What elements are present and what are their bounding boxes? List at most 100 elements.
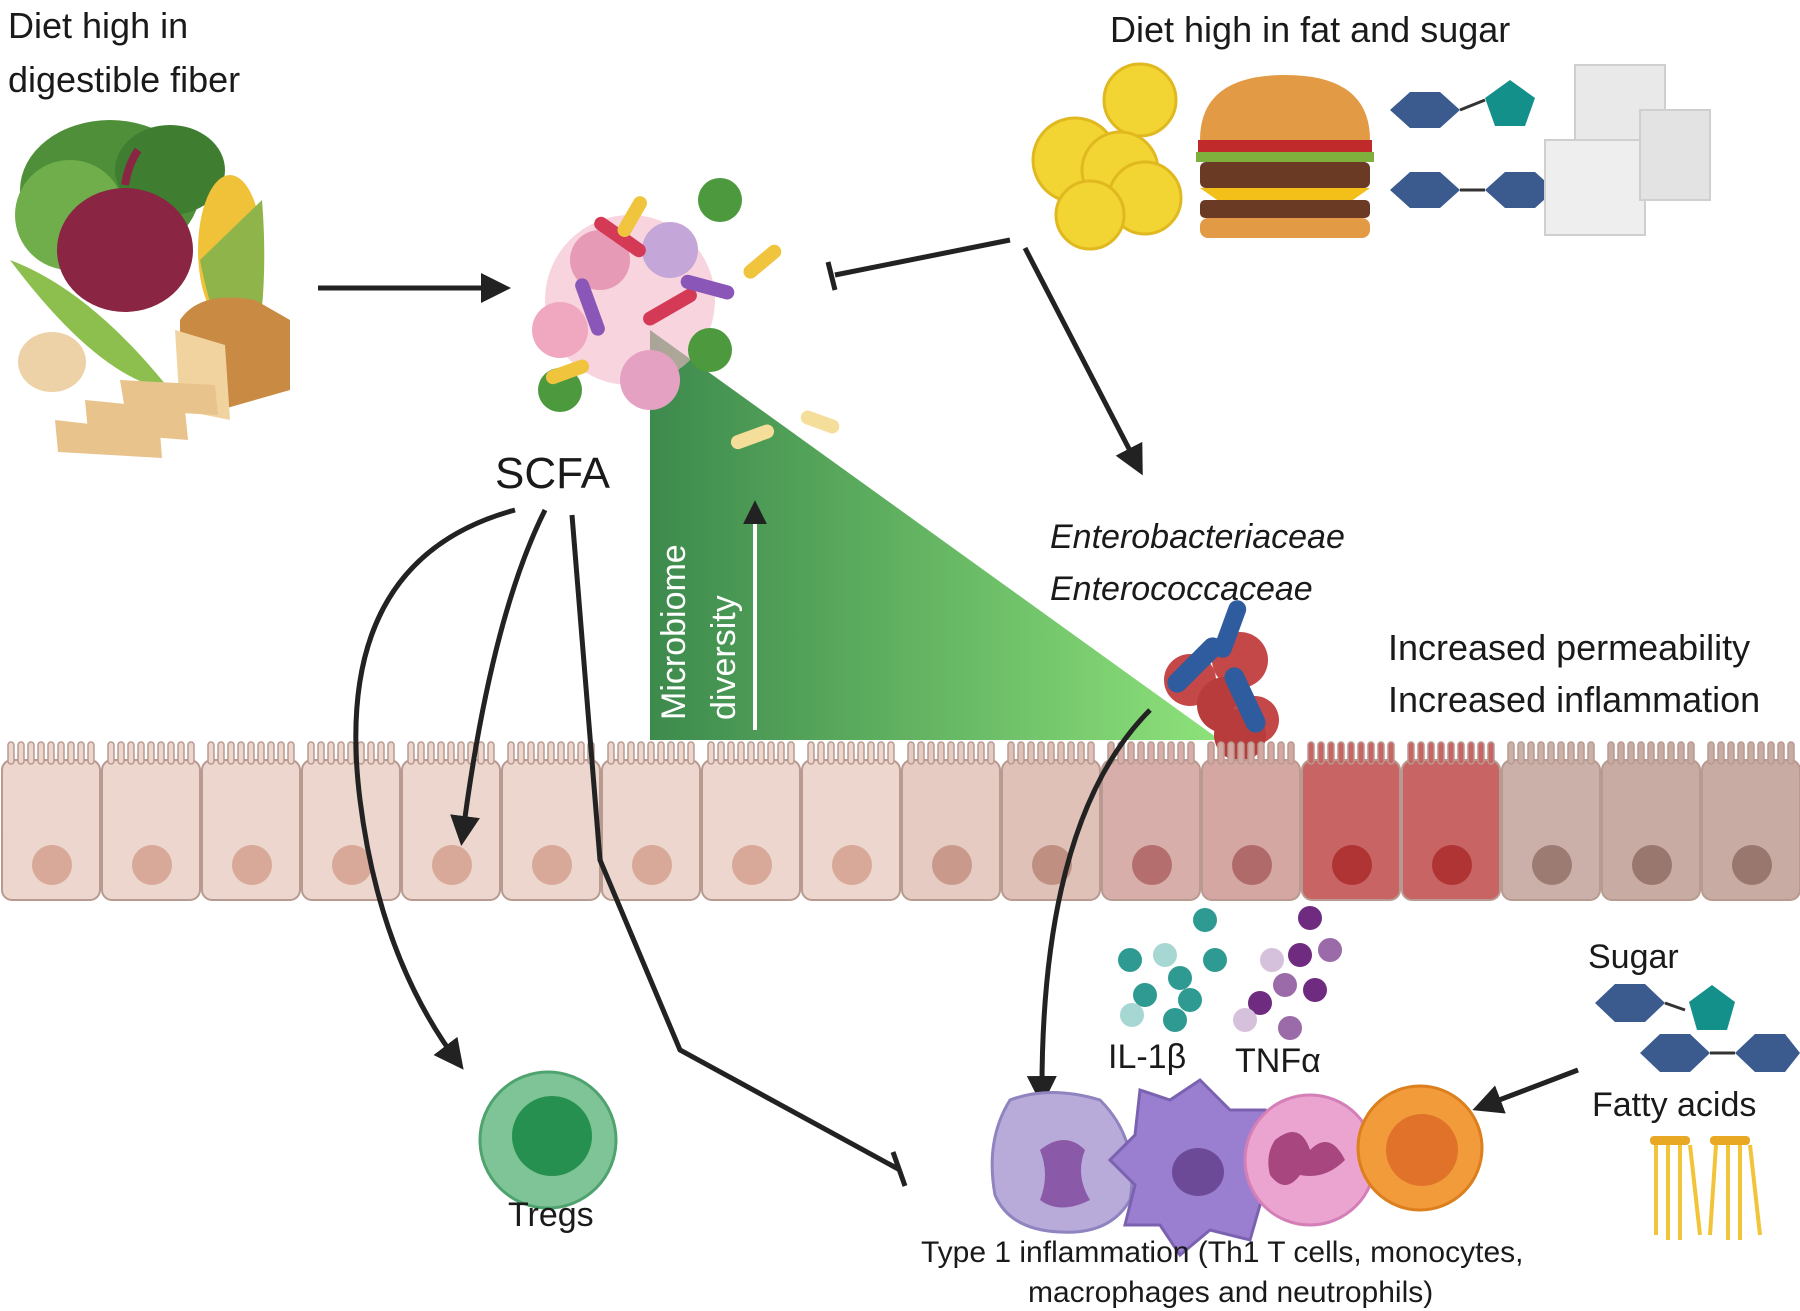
microbiome-diversity-label-line2: diversity: [705, 595, 743, 720]
microvillus: [547, 741, 555, 765]
microvillus: [227, 741, 235, 765]
neutrophil-cell-icon: [1243, 1093, 1377, 1227]
microvillus: [1537, 741, 1545, 765]
microvillus: [217, 741, 225, 765]
microvillus: [177, 741, 185, 765]
microvillus: [327, 741, 335, 765]
microvillus: [137, 741, 145, 765]
microvillus: [557, 741, 565, 765]
entero-to-inflammation-arrow: [1026, 708, 1152, 1106]
epithelial-cell-nucleus: [1632, 845, 1672, 885]
microvillus: [967, 741, 975, 765]
microvillus: [117, 741, 125, 765]
microbiome-diversity-label-line1: Microbiome: [655, 544, 693, 720]
type1-inflammation-label-line2: macrophages and neutrophils): [1028, 1276, 1433, 1309]
increased-permeability-label: Increased permeability: [1388, 627, 1750, 668]
microvillus: [1357, 741, 1365, 765]
scfa-to-epithelium-arrow: [450, 508, 548, 846]
microvillus: [1687, 741, 1695, 765]
il1b-label: IL-1β: [1108, 1038, 1186, 1076]
microvillus: [757, 741, 765, 765]
microvillus: [1787, 741, 1795, 765]
microvillus: [247, 741, 255, 765]
microvillus: [627, 741, 635, 765]
type1-inflammation-label-line1: Type 1 inflammation (Th1 T cells, monocy…: [921, 1236, 1523, 1269]
microvillus: [1737, 741, 1745, 765]
microvillus: [1447, 741, 1455, 765]
microvillus: [257, 741, 265, 765]
microvillus: [527, 741, 535, 765]
microvillus: [1267, 741, 1275, 765]
microvillus: [1307, 741, 1315, 765]
microvillus: [417, 741, 425, 765]
microvillus: [277, 741, 285, 765]
microvillus: [147, 741, 155, 765]
microvillus: [887, 741, 895, 765]
epithelial-cell-nucleus: [532, 845, 572, 885]
microvillus: [787, 741, 795, 765]
microvillus: [1717, 741, 1725, 765]
tnfa-cytokines-icon: [1233, 906, 1342, 1040]
microvillus: [27, 741, 35, 765]
microvillus: [1147, 741, 1155, 765]
microvillus: [827, 741, 835, 765]
microvillus: [337, 741, 345, 765]
epithelial-cell-nucleus: [1732, 845, 1772, 885]
microvillus: [1647, 741, 1655, 765]
microvillus: [647, 741, 655, 765]
scfa-label: SCFA: [495, 449, 611, 498]
microvillus: [1507, 741, 1515, 765]
microvillus: [657, 741, 665, 765]
macrophage-cell-icon: [1107, 1078, 1293, 1258]
microvillus: [1237, 741, 1245, 765]
microvillus: [667, 741, 675, 765]
microbiome-cluster-icon: [532, 178, 840, 450]
microvillus: [747, 741, 755, 765]
microvillus: [1767, 741, 1775, 765]
microvillus: [1217, 741, 1225, 765]
microvillus: [1037, 741, 1045, 765]
th1-t-cell-icon: [1356, 1084, 1484, 1212]
microvillus: [1277, 741, 1285, 765]
microvillus: [87, 741, 95, 765]
microvillus: [1557, 741, 1565, 765]
microvillus: [517, 741, 525, 765]
microvillus: [867, 741, 875, 765]
microvillus: [807, 741, 815, 765]
microvillus: [1187, 741, 1195, 765]
microvillus: [1637, 741, 1645, 765]
epithelial-cell-nucleus: [332, 845, 372, 885]
microvillus: [817, 741, 825, 765]
microvillus: [187, 741, 195, 765]
microvillus: [1487, 741, 1495, 765]
microvillus: [777, 741, 785, 765]
microvillus: [857, 741, 865, 765]
epithelial-cell-nucleus: [132, 845, 172, 885]
microvillus: [1317, 741, 1325, 765]
epithelial-cell-nucleus: [1332, 845, 1372, 885]
microvillus: [7, 741, 15, 765]
microvillus: [1667, 741, 1675, 765]
microvillus: [1047, 741, 1055, 765]
microvillus: [1287, 741, 1295, 765]
microvillus: [1327, 741, 1335, 765]
microvillus: [1467, 741, 1475, 765]
microvillus: [1377, 741, 1385, 765]
microvillus: [17, 741, 25, 765]
microvillus: [317, 741, 325, 765]
microvillus: [1067, 741, 1075, 765]
microvillus: [67, 741, 75, 765]
sugar-cubes-icon: [1544, 64, 1711, 236]
microvillus: [1007, 741, 1015, 765]
microvillus: [1347, 741, 1355, 765]
epithelial-cell-nucleus: [932, 845, 972, 885]
microvillus: [107, 741, 115, 765]
microvillus: [677, 741, 685, 765]
sugar-molecule-icon: [1390, 80, 1555, 208]
microvillus: [1657, 741, 1665, 765]
epithelial-cell-nucleus: [432, 845, 472, 885]
microvillus: [447, 741, 455, 765]
microvillus: [47, 741, 55, 765]
microvillus: [1547, 741, 1555, 765]
